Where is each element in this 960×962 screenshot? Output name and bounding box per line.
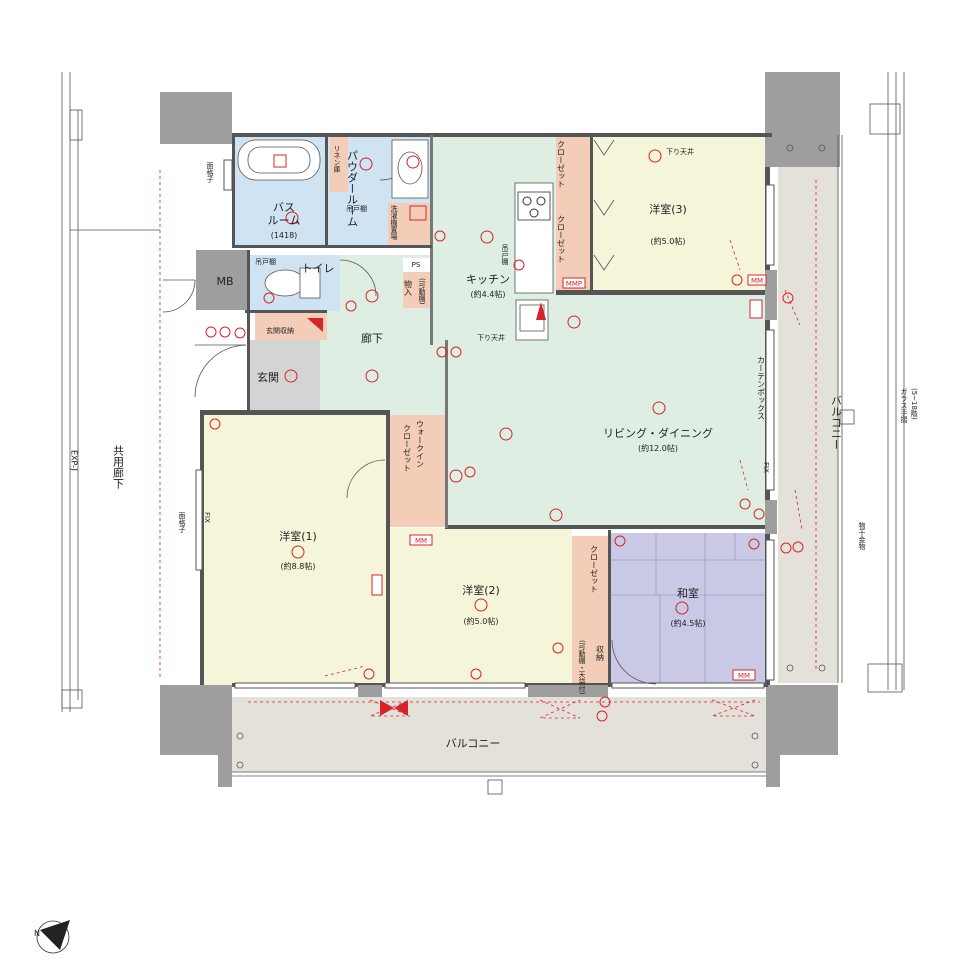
closet2-name: クローゼット xyxy=(590,545,599,593)
lowered-ceiling-label-2: 下り天井 xyxy=(477,333,505,342)
lattice-label-2: 面格子 xyxy=(178,512,186,533)
common-corridor-label: 共用廊下 xyxy=(112,445,125,490)
corridor-name: 廊下 xyxy=(361,331,383,345)
living-size: (約12.0帖) xyxy=(638,443,678,453)
hanging-shelf-label-1: 吊戸棚 xyxy=(346,204,367,213)
bath-name2: ルーム xyxy=(268,214,301,227)
north-label: N xyxy=(34,929,40,938)
bath-size: (1418) xyxy=(271,231,298,240)
laundry-rack-label: 物干金物 xyxy=(858,521,866,551)
room-labels: バス ルーム (1418) パウダールーム リネン庫 トイレ キッチン (約4.… xyxy=(216,140,842,750)
room3-name: 洋室(3) xyxy=(649,202,687,216)
hanging-shelf-label-3: 吊戸棚 xyxy=(501,244,509,266)
washitsu-name: 和室 xyxy=(677,586,699,600)
glass-rail-note: (5~18階) xyxy=(910,388,918,420)
entrance-name: 玄関 xyxy=(257,370,279,384)
toilet-name: トイレ xyxy=(302,262,335,275)
bath-fixtures xyxy=(237,139,429,299)
fix-label-2: FIX xyxy=(762,462,770,473)
storage-movable-sub: (可動棚) xyxy=(418,278,426,305)
powder-name: パウダールーム xyxy=(346,150,359,227)
curtain-box-label: カーテンボックス xyxy=(757,356,766,420)
walkin-name2: クローゼット xyxy=(403,424,412,472)
windows xyxy=(195,159,775,689)
closet-k1-name: クローゼット xyxy=(557,140,566,188)
site-lines xyxy=(61,72,905,712)
kitchen-size: (約4.4帖) xyxy=(471,289,506,299)
living-name: リビング・ダイニング xyxy=(603,426,713,440)
balcony-right-name: バルコニー xyxy=(830,395,843,450)
washer-area-label: 洗濯機置場 xyxy=(390,204,398,241)
linen-name: リネン庫 xyxy=(333,145,341,174)
walkin-name: ウォークイン xyxy=(416,420,425,468)
bath-name: バス xyxy=(273,201,295,214)
lattice-label-1: 面格子 xyxy=(206,162,214,183)
mm-markers: MM MM MM MMP xyxy=(371,274,767,681)
mb-name: MB xyxy=(216,275,233,288)
kitchen-name: キッチン xyxy=(466,273,510,286)
closet-doors xyxy=(593,139,615,271)
room2-size: (約5.0帖) xyxy=(464,616,499,626)
glass-rail-label: ガラス手摺 xyxy=(900,388,908,424)
exp-j-label: EXP-J xyxy=(70,450,79,471)
annotations: EXP-J 共用廊下 面格子 面格子 FIX FIX カーテンボックス ガラス手… xyxy=(70,147,919,551)
room1-name: 洋室(1) xyxy=(279,529,317,543)
north-arrow: N xyxy=(34,920,70,954)
storage2-sub: (可動棚・天袋付) xyxy=(578,640,586,695)
room2-name: 洋室(2) xyxy=(462,583,500,597)
electrical-symbols xyxy=(205,149,804,722)
storage-movable-name: 物入 xyxy=(404,279,413,296)
wiring xyxy=(324,239,803,719)
room1-size: (約8.8帖) xyxy=(281,561,316,571)
kitchen-fixtures xyxy=(514,182,554,341)
mmp-label: MMP xyxy=(566,280,582,288)
balcony-bottom-name: バルコニー xyxy=(446,737,501,750)
doors xyxy=(162,139,657,685)
balcony-rails xyxy=(159,135,855,795)
hanging-shelf-label-2: 吊戸棚 xyxy=(255,257,276,266)
tatami-grid xyxy=(610,533,765,685)
ps-name: PS xyxy=(412,261,421,269)
entrance-storage-name: 玄関収納 xyxy=(266,326,294,335)
washitsu-size: (約4.5帖) xyxy=(671,618,706,628)
closet-k2-name: クローゼット xyxy=(557,215,566,263)
room3-size: (約5.0帖) xyxy=(651,236,686,246)
fix-label-1: FIX xyxy=(203,512,211,523)
storage2-name: 収納 xyxy=(596,644,605,662)
mm-label-1: MM xyxy=(415,537,427,545)
mm-label-3: MM xyxy=(751,277,763,285)
mm-label-2: MM xyxy=(738,672,750,680)
lowered-ceiling-label-1: 下り天井 xyxy=(666,147,694,156)
